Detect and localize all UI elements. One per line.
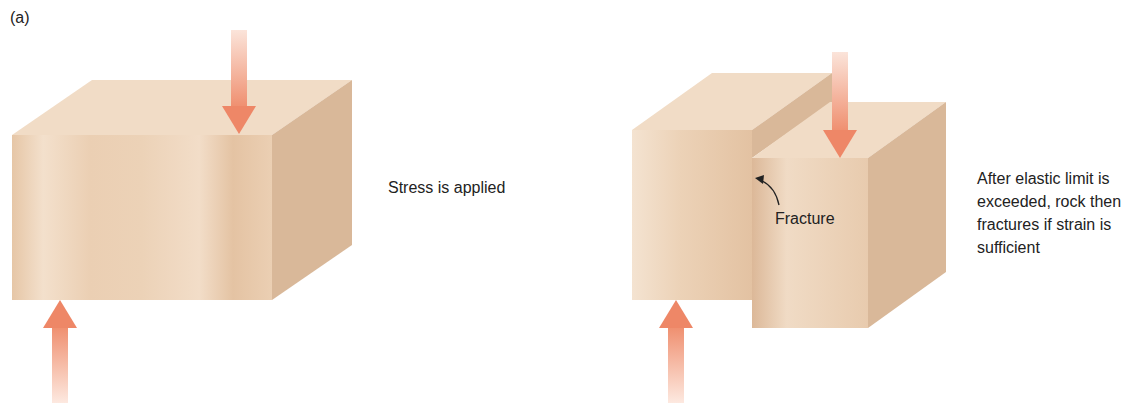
arrow-shaft <box>668 326 684 403</box>
stress-arrow <box>823 52 857 158</box>
block-front <box>632 130 752 300</box>
arrow-head <box>823 130 857 158</box>
block-side <box>272 80 352 300</box>
arrow-head <box>222 106 256 134</box>
note-text: Stress is applied <box>388 176 588 199</box>
arrow-shaft <box>231 30 247 108</box>
block-front <box>752 158 868 328</box>
callout-label: Fracture <box>775 207 875 230</box>
arrow-head <box>659 300 693 328</box>
leader-line <box>755 175 779 205</box>
fractured-rock-piece <box>752 102 946 328</box>
block-front <box>12 135 272 300</box>
stress-arrow <box>43 300 77 403</box>
arrow-head <box>43 300 77 328</box>
leader-head <box>755 175 764 184</box>
panel-letter: (a) <box>10 6 70 29</box>
block-side <box>868 102 946 328</box>
note-text: After elastic limit is exceeded, rock th… <box>977 167 1124 259</box>
intact-rock-block <box>12 80 352 300</box>
stress-arrow <box>222 30 256 134</box>
arrow-shaft <box>52 326 68 403</box>
arrow-shaft <box>832 52 848 132</box>
stress-arrow <box>659 300 693 403</box>
